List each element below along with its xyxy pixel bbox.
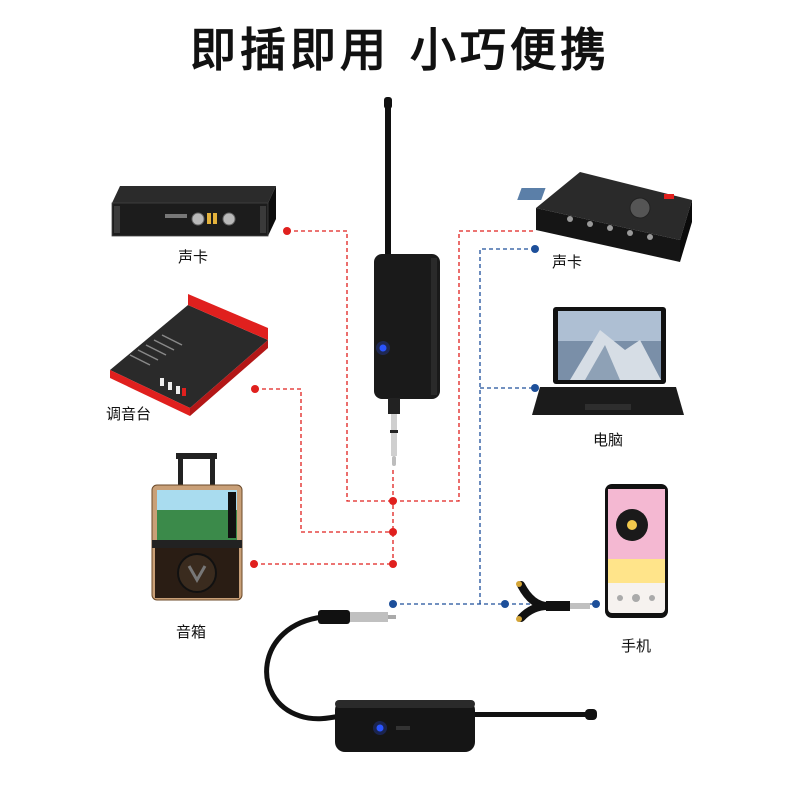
phone-label: 手机 bbox=[621, 637, 652, 655]
blue-connection-dots bbox=[389, 245, 600, 608]
receiver-icon bbox=[264, 610, 597, 752]
mixer-label: 调音台 bbox=[106, 405, 152, 423]
amplifier-label: 声卡 bbox=[178, 248, 209, 266]
speaker-icon bbox=[151, 453, 243, 601]
audio-interface-icon bbox=[517, 172, 692, 262]
mixer-icon bbox=[110, 294, 268, 416]
phone-icon bbox=[605, 484, 668, 618]
red-connection-dots bbox=[250, 227, 397, 568]
laptop-icon bbox=[532, 307, 684, 415]
red-connection-lines bbox=[254, 230, 535, 565]
speaker-label: 音箱 bbox=[176, 623, 207, 641]
power-amplifier-icon bbox=[111, 186, 276, 237]
y-splitter-adapter-icon bbox=[516, 581, 590, 622]
page-title: 即插即用 小巧便携 bbox=[189, 23, 610, 77]
transmitter-icon bbox=[374, 97, 440, 466]
laptop-label: 电脑 bbox=[593, 431, 624, 449]
audio-interface-label: 声卡 bbox=[552, 253, 583, 271]
